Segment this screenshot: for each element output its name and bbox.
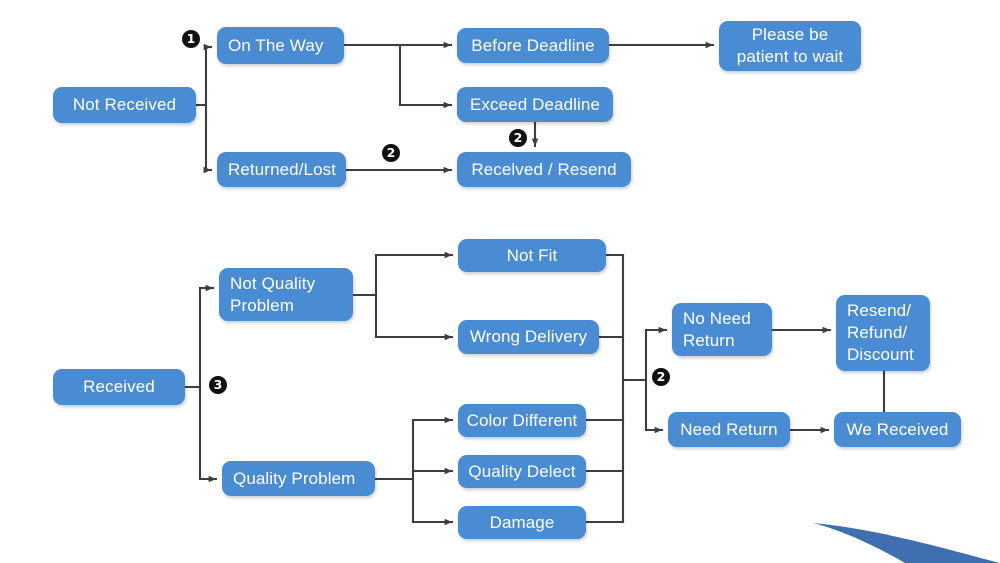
node-not-fit[interactable]: Not Fit [458,239,606,272]
node-recelved-resend[interactable]: Recelved / Resend [457,152,631,187]
node-need-return[interactable]: Need Return [668,412,790,447]
node-damage[interactable]: Damage [458,506,586,539]
node-not-received[interactable]: Not Received [53,87,196,123]
decorative-swoosh [813,523,1000,563]
node-we-received[interactable]: We Received [834,412,961,447]
step-marker-2c: 2 [652,368,670,386]
node-wrong-delivery[interactable]: Wrong Delivery [458,320,599,354]
node-not-quality-problem[interactable]: Not Quality Problem [219,268,353,321]
node-returned-lost[interactable]: Returned/Lost [217,152,346,187]
step-marker-2b: 2 [509,129,527,147]
node-color-different[interactable]: Color Different [458,404,586,437]
node-quality-delect[interactable]: Quality Delect [458,455,586,488]
step-marker-3: 3 [209,376,227,394]
node-no-need-return[interactable]: No Need Return [672,303,772,356]
node-received[interactable]: Received [53,369,185,405]
node-exceed-deadline[interactable]: Exceed Deadline [457,87,613,122]
step-marker-2a: 2 [382,144,400,162]
node-before-deadline[interactable]: Before Deadline [457,28,609,63]
node-please-be-patient[interactable]: Please be patient to wait [719,21,861,71]
node-resend-refund-discount[interactable]: Resend/ Refund/ Discount [836,295,930,371]
step-marker-1: 1 [182,30,200,48]
node-on-the-way[interactable]: On The Way [217,27,344,64]
node-quality-problem[interactable]: Quality Problem [222,461,375,496]
